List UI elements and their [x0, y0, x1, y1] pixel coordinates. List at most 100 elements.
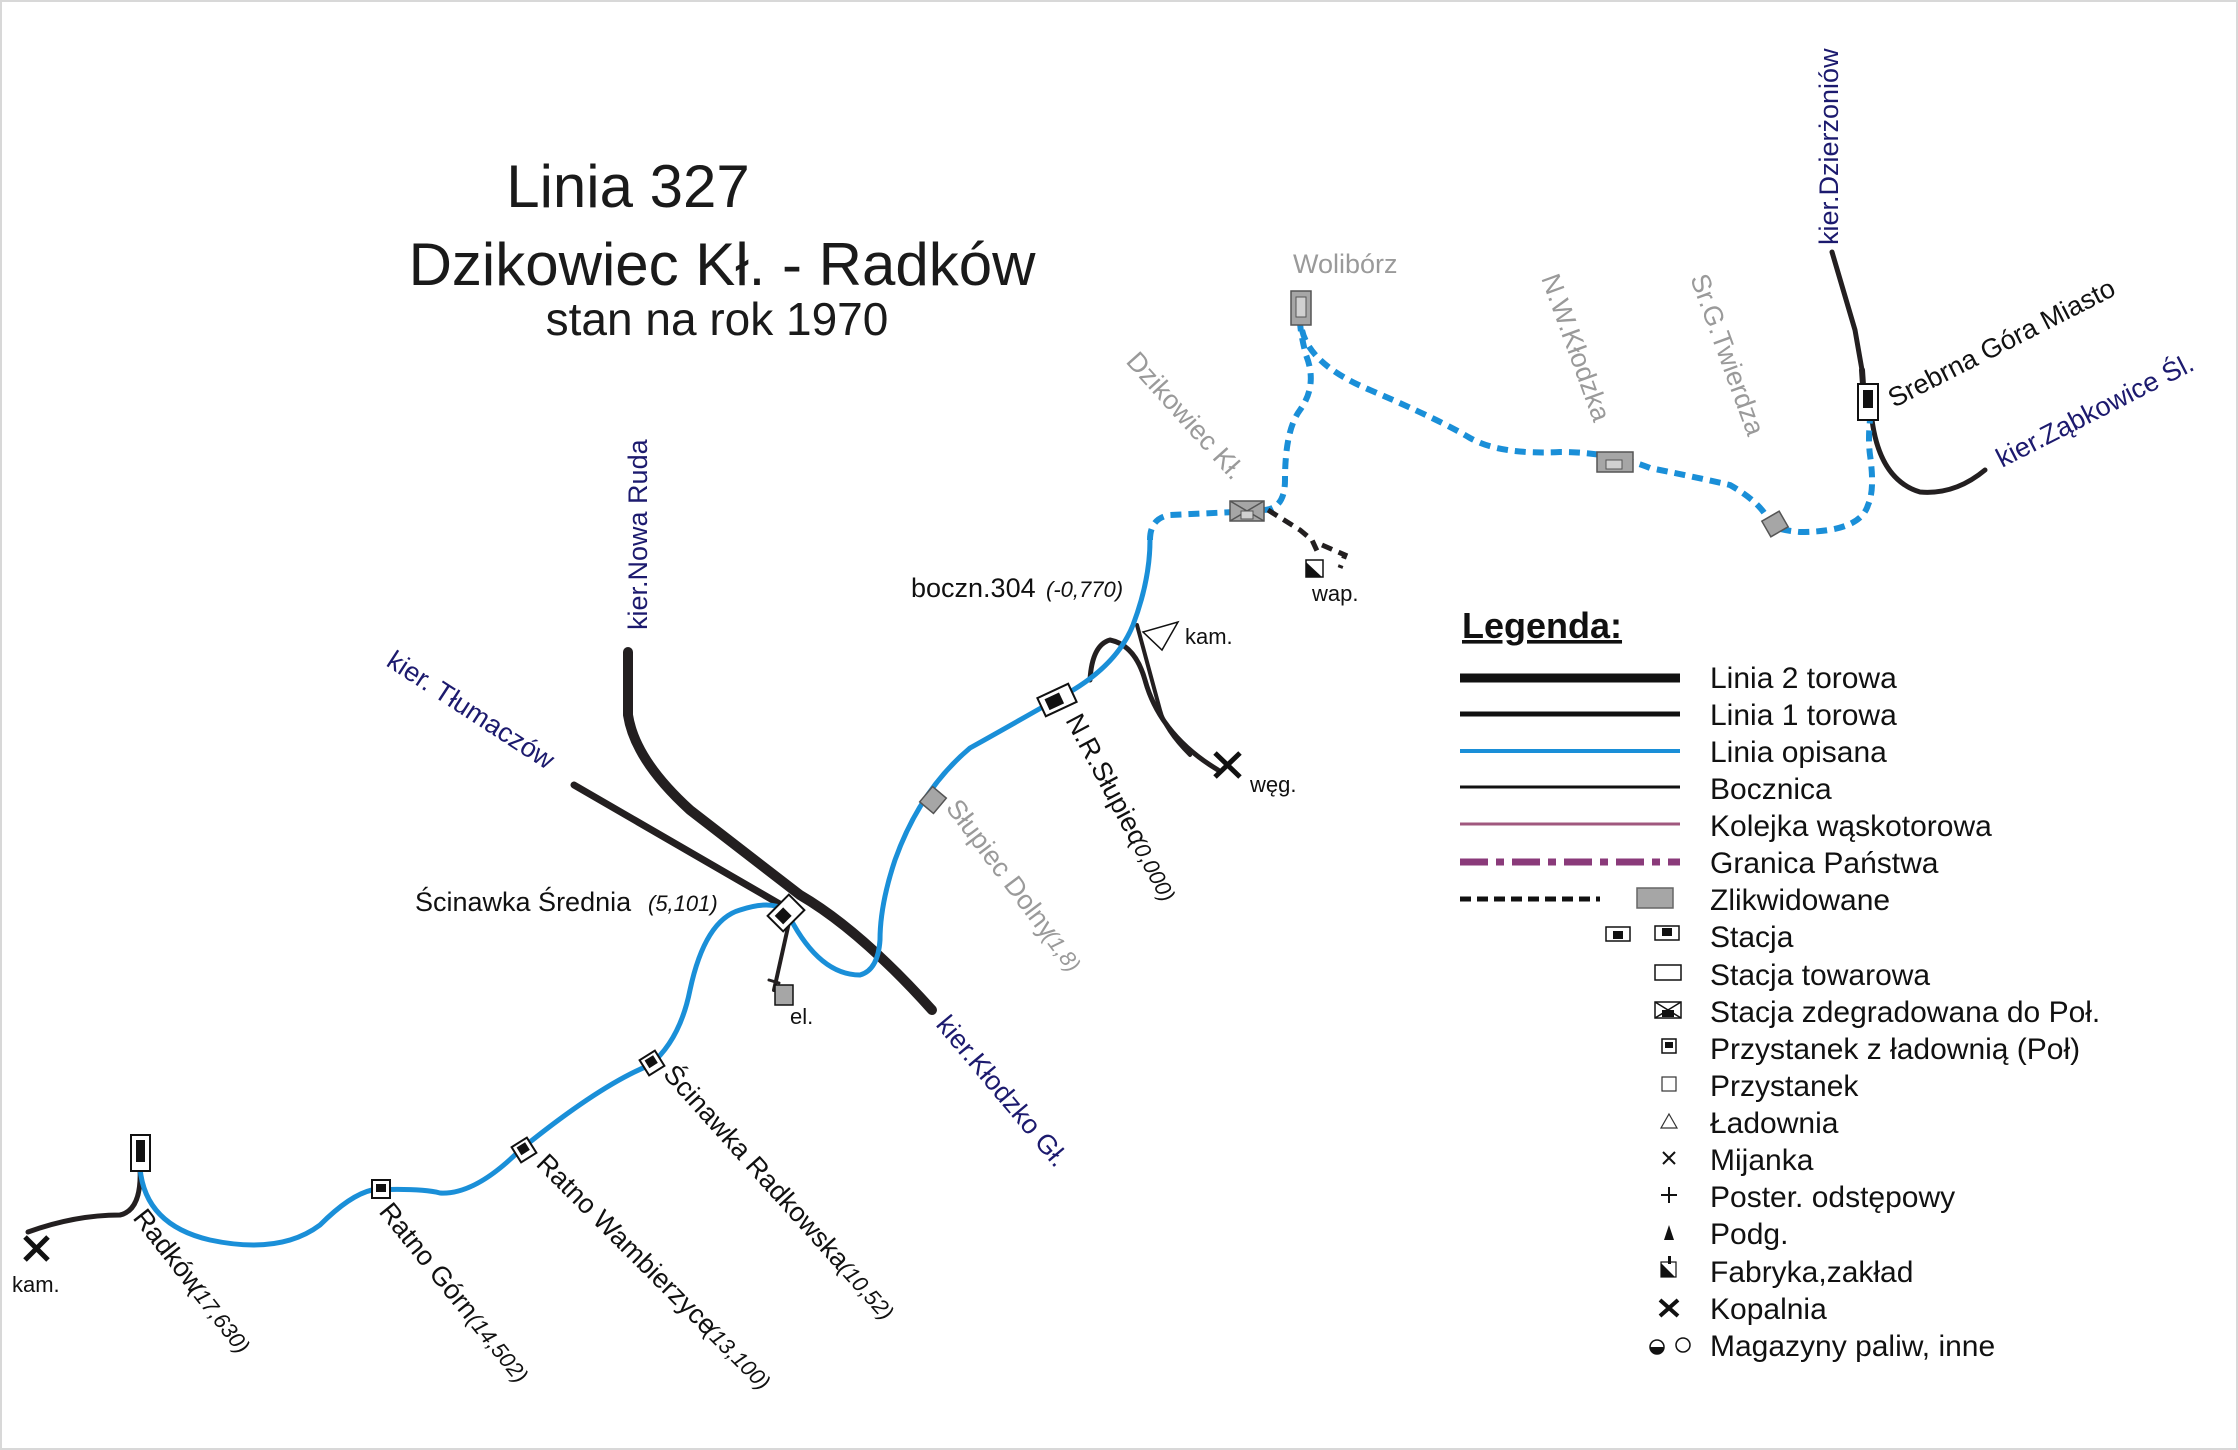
- station-nr-slupiec-symbol: [1036, 682, 1078, 718]
- legend-item-border: Granica Państwa: [1710, 847, 1939, 880]
- siding-kamien: [1135, 623, 1192, 757]
- label-dzikowiec: Dzikowiec Kł.: [1121, 346, 1251, 485]
- label-scinawka-srednia-km: (5,101): [648, 891, 718, 916]
- legend-item-freight-station: Stacja towarowa: [1710, 959, 1930, 992]
- legend-item-narrow-gauge: Kolejka wąskotorowa: [1710, 810, 1992, 843]
- direction-klodzko: kier.Kłodzko Gł.: [930, 1010, 1074, 1173]
- legend-symbol-passing-loop: [1662, 1151, 1676, 1165]
- blue-line-radkow-scinawka: [137, 902, 788, 1248]
- legend-symbol-siding-post: [1664, 1225, 1674, 1240]
- legend-item-fuel-storage: Magazyny paliw, inne: [1710, 1330, 1995, 1363]
- label-scinawka-srednia: Ścinawka Średnia: [415, 885, 632, 917]
- stop-ratno-gorn-symbol: [371, 1179, 391, 1199]
- stop-slupiec-dolny-symbol: [918, 785, 948, 815]
- station-nw-klodzka-symbol: [1596, 451, 1634, 473]
- label-scinawka-radkowska-group: Ścinawka Radkowska (10,52): [658, 1058, 899, 1325]
- station-srebrna-gora-symbol: [1857, 383, 1879, 421]
- stop-ratno-wambierzyce-symbol: [510, 1136, 538, 1164]
- blue-dashed-line-slupiec-dzikowiec: [1147, 509, 1236, 541]
- label-ratno-gorn-km: (14,502): [462, 1308, 533, 1387]
- factory-wap-symbol: [1305, 559, 1324, 578]
- label-boczn-304: boczn.304 (-0,770): [911, 573, 1123, 603]
- legend-heading: Legenda:: [1462, 605, 1622, 646]
- mine-kam-symbol: [23, 1235, 50, 1262]
- label-radkow-group: Radków (17,630): [127, 1203, 255, 1358]
- label-nr-slupiec: N.R.Słupiec: [1060, 709, 1153, 849]
- mine-weg-symbol: [1213, 751, 1242, 779]
- direction-nowa-ruda: kier.Nowa Ruda: [623, 438, 653, 630]
- legend-symbol-freight-station: [1654, 964, 1682, 981]
- legend-item-stop: Przystanek: [1710, 1070, 1859, 1103]
- legend-symbol-degraded-station: [1654, 1001, 1682, 1019]
- legend-symbol-loading-point: [1659, 1112, 1679, 1129]
- siding-el-end: [767, 978, 781, 985]
- legend-item-described-line: Linia opisana: [1710, 736, 1887, 769]
- legend-symbol-fuel-storage: [1649, 1337, 1691, 1355]
- legend-symbol-liquidated-station: [1636, 887, 1674, 909]
- label-radkow-km: (17,630): [185, 1278, 255, 1358]
- title-date: stan na rok 1970: [546, 293, 889, 345]
- legend-item-siding: Bocznica: [1710, 773, 1832, 806]
- legend-symbol-station: [1605, 925, 1680, 942]
- label-ratno-wambierzyce-group: Ratno Wambierzyce (13,100): [531, 1148, 776, 1395]
- label-scinawka-radkowska: Ścinawka Radkowska: [658, 1058, 858, 1275]
- siding-labels: wap. kam. węg. el. kam.: [12, 581, 1358, 1297]
- legend-item-siding-post: Podg.: [1710, 1218, 1788, 1251]
- direction-zabkowice: kier.Ząbkowice Śl.: [1990, 346, 2198, 473]
- single-track-line-tlumaczow: [570, 781, 794, 914]
- station-radkow-symbol: [130, 1134, 151, 1172]
- liquidated-siding-wap: [1266, 507, 1349, 569]
- label-srebrna-gora: Srebrna Góra Miasto: [1883, 273, 2120, 414]
- legend-item-liquidated: Zlikwidowane: [1710, 884, 1890, 917]
- station-scinawka-srednia-symbol: [766, 893, 806, 933]
- label-nr-slupiec-group: N.R.Słupiec (0,000): [1060, 709, 1180, 906]
- station-dzikowiec-symbol: [1229, 500, 1265, 522]
- siding-wegiel: [1087, 637, 1221, 773]
- label-weg: węg.: [1249, 772, 1296, 797]
- legend-symbol-block-post: [1661, 1187, 1677, 1203]
- legend-item-degraded-station: Stacja zdegradowana do Poł.: [1710, 996, 2100, 1029]
- other-lines: [25, 249, 1988, 1235]
- blue-dashed-line-dzikowiec-wolibórz: [1261, 319, 1314, 513]
- legend-symbol-factory: [1660, 1256, 1677, 1278]
- label-slupiec-dolny-group: Słupiec Dolny (1,8): [940, 794, 1085, 977]
- legend-symbol-stop-loading: [1661, 1038, 1677, 1054]
- label-ratno-wambierzyce-km: (13,100): [700, 1319, 776, 1395]
- factory-el-symbol: [774, 984, 794, 1006]
- label-boczn: boczn.304: [911, 573, 1036, 603]
- label-scinawka-radkowska-km: (10,52): [834, 1256, 899, 1325]
- legend: Legenda:: [1460, 605, 2100, 1363]
- label-el: el.: [790, 1004, 813, 1029]
- legend-item-passing-loop: Mijanka: [1710, 1144, 1814, 1177]
- title-route: Dzikowiec Kł. - Radków: [409, 231, 1037, 298]
- legend-item-factory: Fabryka,zakład: [1710, 1256, 1913, 1289]
- diagram-title: Linia 327 Dzikowiec Kł. - Radków stan na…: [409, 153, 1037, 345]
- direction-dzierzoniow: kier.Dzierżoniów: [1814, 48, 1844, 245]
- blue-line-scinawka-slupiec: [787, 537, 1153, 978]
- legend-item-mine: Kopalnia: [1710, 1293, 1827, 1326]
- label-wolibórz: Wolibórz: [1293, 249, 1398, 279]
- label-ratno-wambierzyce: Ratno Wambierzyce: [531, 1148, 723, 1340]
- label-scinawka-srednia-group: Ścinawka Średnia (5,101): [415, 885, 718, 917]
- legend-item-block-post: Poster. odstępowy: [1710, 1181, 1955, 1214]
- legend-symbol-mine: [1658, 1298, 1680, 1318]
- label-nw-klodzka: N.W.Kłodzka: [1535, 270, 1616, 426]
- legend-item-double-track: Linia 2 torowa: [1710, 662, 1897, 695]
- label-kam-lower: kam.: [12, 1272, 60, 1297]
- legend-item-loading-point: Ładownia: [1710, 1107, 1839, 1140]
- label-ratno-gorn-group: Ratno Górn (14,502): [373, 1197, 533, 1388]
- title-line: Linia 327: [506, 153, 750, 220]
- label-slupiec-dolny: Słupiec Dolny: [940, 794, 1064, 944]
- stop-sr-g-twierdza-symbol: [1760, 510, 1790, 538]
- siding-el: [772, 916, 792, 992]
- legend-symbol-stop: [1661, 1076, 1677, 1092]
- station-symbols: [23, 290, 1879, 1262]
- line-dzierzoniow: [1829, 249, 1865, 373]
- label-nr-slupiec-km: (0,000): [1125, 832, 1180, 905]
- stop-scinawka-radkowska-symbol: [638, 1049, 666, 1077]
- legend-item-station: Stacja: [1710, 921, 1794, 954]
- direction-tlumaczow: kier. Tłumaczów: [382, 645, 561, 776]
- line-zabkowice: [1869, 417, 1988, 495]
